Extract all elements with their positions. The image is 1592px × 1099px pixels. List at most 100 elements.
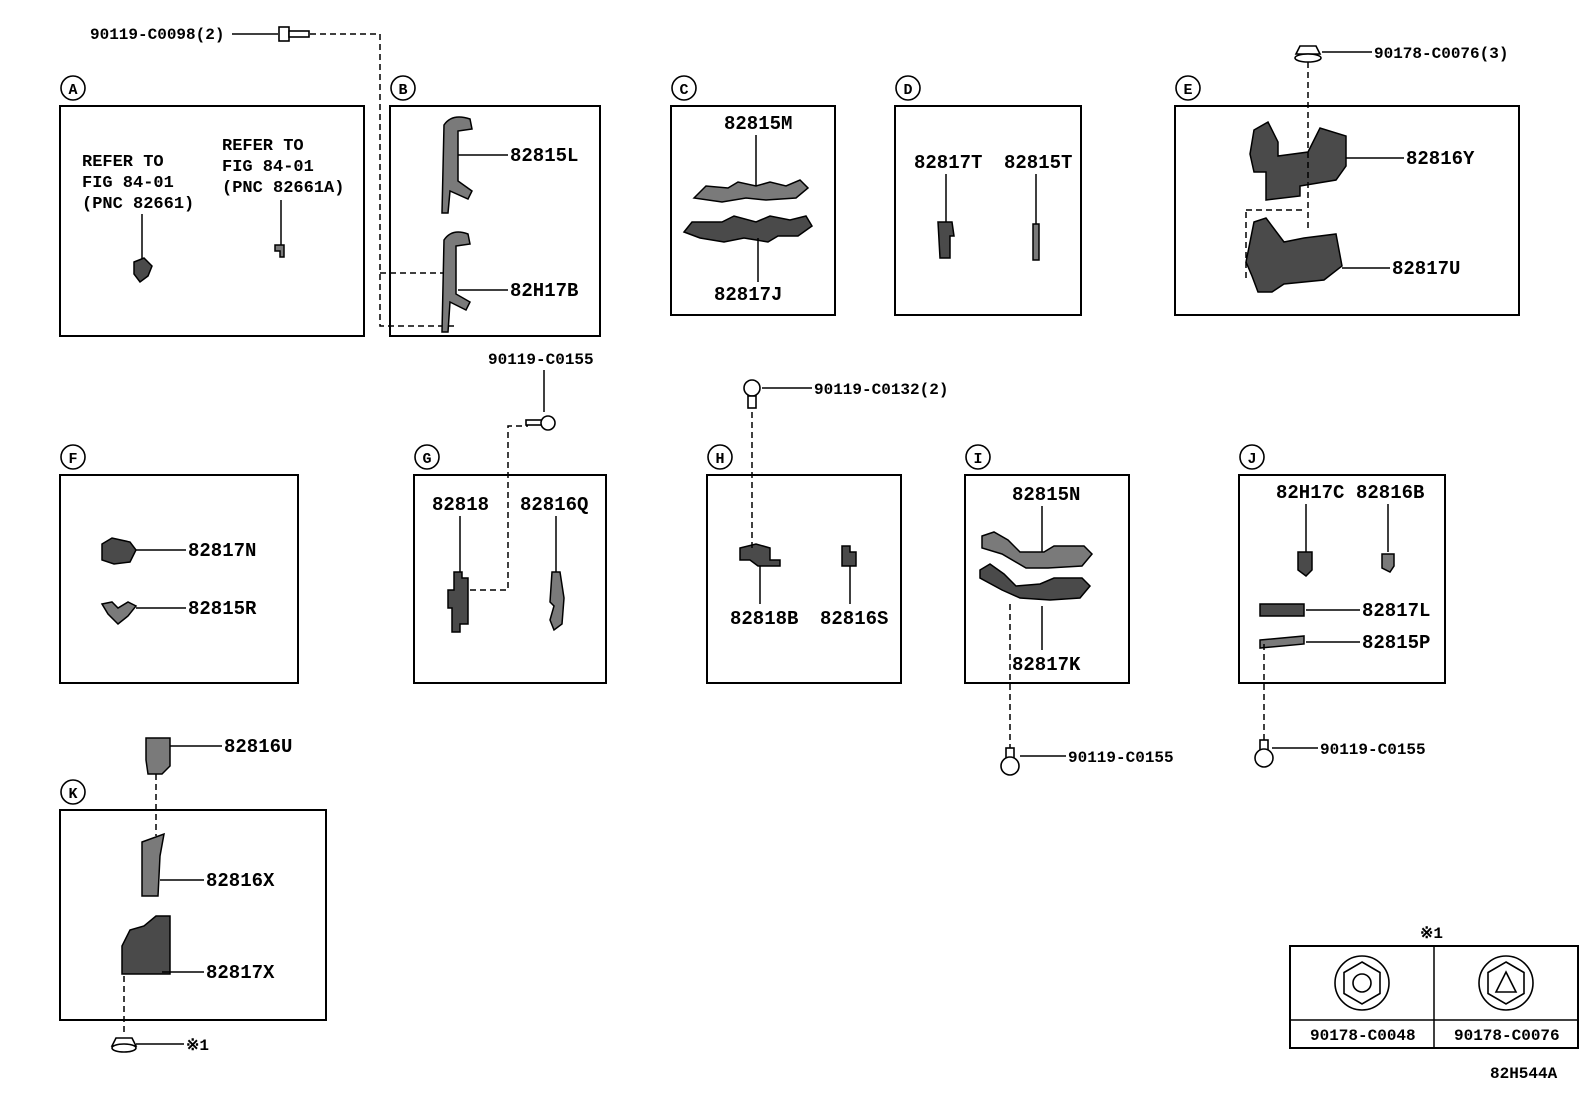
part-number-82815l: 82815L [510,145,578,167]
bracket-82816y-illustration [1249,120,1347,201]
fastener-90119-c0155-j: 90119-C0155 [1254,739,1426,768]
fastener-label: ※1 [186,1037,209,1055]
fastener-90119-c0155-g: 90119-C0155 [488,351,594,431]
section-k: K 82816U 82816X 82817X [59,736,327,1036]
part-number-82817j: 82817J [714,284,782,306]
assembly-dashed-line [470,425,528,591]
bracket-82815n-illustration [981,531,1094,569]
section-c-letter: C [679,82,688,99]
legend-item-90178-c0048: 90178-C0048 [1310,1027,1416,1045]
section-f: F 82817N 82815R [59,444,299,684]
nut-90178-c0048-bore-icon [1352,973,1372,993]
clip-82817t-illustration [937,221,955,259]
section-e-letter: E [1183,82,1192,99]
part-number-82h17c: 82H17C [1276,482,1344,504]
section-h-letter: H [715,451,724,468]
section-j-box [1238,474,1446,684]
part-number-82816s: 82816S [820,608,888,630]
section-h-box [706,474,902,684]
bracket-82817u-illustration [1245,217,1343,293]
bracket-82818-illustration [447,571,469,633]
section-i-box [964,474,1130,684]
bracket-82815l-illustration [441,116,473,214]
part-number-82h17b: 82H17B [510,280,578,302]
bracket-82817l-illustration [1259,603,1305,617]
section-c: C 82815M 82817J [670,75,836,316]
section-c-box [670,105,836,316]
part-number-82817n: 82817N [188,540,256,562]
section-a: A REFER TO FIG 84-01 (PNC 82661) REFER T… [59,75,365,337]
section-b-marker [390,75,416,101]
refer-note-2-line-1: REFER TO [222,137,304,156]
section-f-box [59,474,299,684]
part-number-82818b: 82818B [730,608,798,630]
section-j-marker [1239,444,1265,470]
section-e: E 82816Y 82817U [1174,75,1520,316]
section-j: J 82H17C 82816B 82817L 82815P [1238,444,1446,740]
fastener-mark-1: ※1 [110,1037,209,1055]
section-k-marker [60,779,86,805]
section-d-letter: D [903,82,912,99]
bracket-82h17b-illustration [441,231,471,333]
bolt-shank-icon [747,395,757,409]
section-k-letter: K [68,786,77,803]
fastener-label: 90119-C0155 [1068,749,1174,767]
section-g-box [413,474,607,684]
screw-head-icon [1254,748,1274,768]
section-i-marker [965,444,991,470]
fastener-label: 90178-C0076(3) [1374,45,1508,63]
bracket-82815m-illustration [692,179,810,203]
fastener-label: 90119-C0132(2) [814,381,948,399]
section-a-box [59,105,365,337]
part-number-82815t: 82815T [1004,152,1072,174]
nut-flange-icon [111,1043,137,1053]
bracket-82815p-illustration [1259,635,1305,649]
part-number-82816q: 82816Q [520,494,588,516]
refer-note-2-line-2: FIG 84-01 [222,158,314,177]
section-e-box [1174,105,1520,316]
bracket-82816x-illustration [141,832,165,897]
section-d-marker [895,75,921,101]
section-h-marker [707,444,733,470]
screw-head-icon [1000,756,1020,776]
bracket-82817x-illustration [121,915,171,975]
screw-shank-icon [525,419,543,426]
part-number-82817l: 82817L [1362,600,1430,622]
section-k-box [59,809,327,1021]
diagram-id: 82H544A [1490,1065,1558,1083]
refer-note-1-line-1: REFER TO [82,153,164,172]
section-f-marker [60,444,86,470]
clip-illustration [274,244,285,258]
nut-icon [1294,45,1322,55]
clip-82815r-illustration [100,601,138,626]
fastener-90119-c0098: 90119-C0098(2) [90,26,454,327]
clip-82816b-illustration [1381,553,1395,573]
section-c-marker [671,75,697,101]
section-e-marker [1175,75,1201,101]
section-g-letter: G [422,451,431,468]
part-number-82818: 82818 [432,494,489,516]
part-number-82817k: 82817K [1012,654,1081,676]
part-number-82816u: 82816U [224,736,292,758]
part-number-82817t: 82817T [914,152,982,174]
section-b-box [389,105,601,337]
legend-mark: ※1 [1420,925,1443,943]
bracket-82816q-illustration [549,571,565,632]
bracket-82817k-illustration [979,563,1092,601]
part-number-82815m: 82815M [724,113,792,135]
fastener-90119-c0132: 90119-C0132(2) [743,379,948,409]
nut-90178-c0076-triangle-icon [1494,970,1518,993]
bolt-head-icon [743,379,761,397]
section-i: I 82815N 82817K [964,444,1130,748]
nut-flange-icon [1294,53,1322,63]
bolt-head-icon [278,26,290,42]
assembly-dashed-line [310,33,454,327]
fastener-90178-c0076: 90178-C0076(3) [1294,45,1508,230]
section-d: D 82817T 82815T [894,75,1082,316]
clip-82h17c-illustration [1297,551,1313,577]
part-number-82815p: 82815P [1362,632,1430,654]
bracket-82817j-illustration [682,215,813,243]
part-number-82817x: 82817X [206,962,275,984]
clip-82816s-illustration [841,545,857,567]
